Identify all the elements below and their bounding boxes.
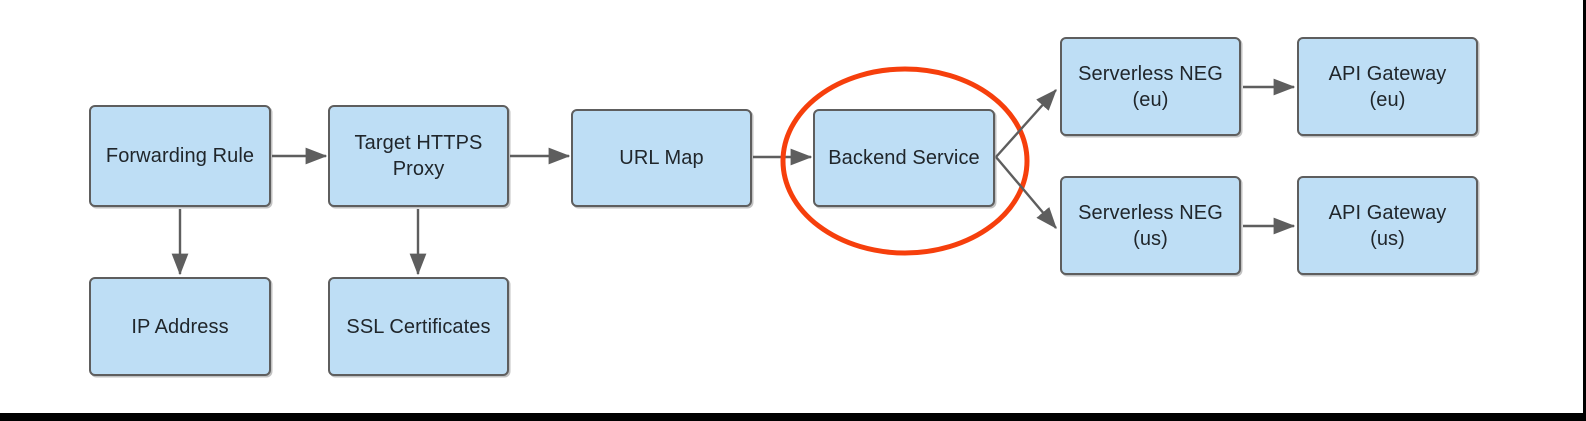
node-api-gateway-eu-label: API Gateway (eu)	[1328, 62, 1447, 111]
node-forwarding-rule-label: Forwarding Rule	[105, 145, 255, 167]
window-right-border	[1583, 0, 1586, 421]
node-ip-address-label: IP Address	[131, 315, 229, 338]
node-url-map-label: URL Map	[619, 147, 704, 169]
node-ip-address[interactable]: IP Address	[89, 277, 271, 376]
backend-service-highlight-ellipse	[780, 66, 1030, 256]
node-target-https-proxy[interactable]: Target HTTPS Proxy	[328, 105, 509, 207]
node-ssl-certificates[interactable]: SSL Certificates	[328, 277, 509, 376]
node-url-map[interactable]: URL Map	[571, 109, 752, 207]
edge-backend-service-to-serverless-neg-us	[995, 156, 1057, 229]
node-api-gateway-us[interactable]: API Gateway (us)	[1297, 176, 1478, 275]
node-ssl-certificates-label: SSL Certificates	[346, 315, 491, 338]
node-serverless-neg-us-label: Serverless NEG (us)	[1078, 201, 1223, 250]
node-target-https-proxy-label: Target HTTPS Proxy	[354, 132, 483, 180]
edge-backend-service-to-serverless-neg-eu	[995, 89, 1057, 158]
node-api-gateway-us-label: API Gateway (us)	[1328, 201, 1447, 250]
node-serverless-neg-eu-label: Serverless NEG (eu)	[1078, 62, 1223, 111]
node-api-gateway-eu[interactable]: API Gateway (eu)	[1297, 37, 1478, 136]
node-serverless-neg-eu[interactable]: Serverless NEG (eu)	[1060, 37, 1241, 136]
node-forwarding-rule[interactable]: Forwarding Rule	[89, 105, 271, 207]
node-backend-service-label: Backend Service	[828, 147, 980, 169]
node-backend-service[interactable]: Backend Service	[813, 109, 995, 207]
window-bottom-border	[0, 413, 1586, 421]
node-serverless-neg-us[interactable]: Serverless NEG (us)	[1060, 176, 1241, 275]
